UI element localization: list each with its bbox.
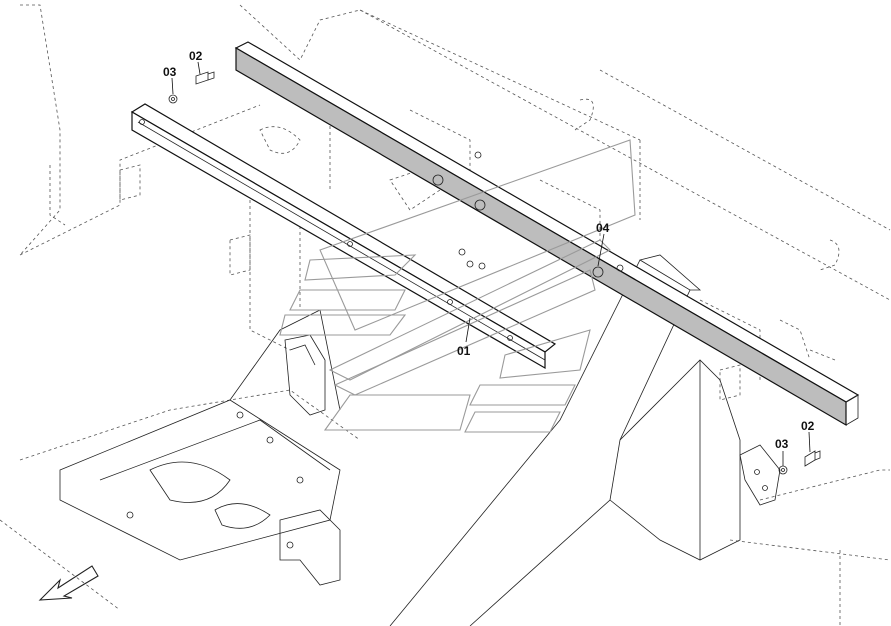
left-bracket — [284, 334, 326, 416]
middle-fasteners — [458, 151, 624, 272]
callout-part-03-top: 03 — [163, 65, 177, 79]
front-direction-arrow-icon — [38, 565, 99, 601]
floor-plate — [59, 309, 341, 586]
background-frame-outline — [0, 4, 891, 626]
hardware-top-left — [168, 71, 215, 104]
callout-part-03-right: 03 — [775, 437, 789, 451]
beam-part-04 — [234, 41, 860, 427]
callout-leaders — [171, 61, 811, 466]
callout-part-02-right: 02 — [801, 419, 815, 433]
callout-part-04: 04 — [596, 221, 610, 235]
callout-part-01: 01 — [457, 344, 471, 358]
hardware-right — [739, 444, 821, 506]
brand-watermark-icon — [279, 139, 636, 433]
main-column — [389, 254, 741, 626]
callout-part-02-top: 02 — [189, 49, 203, 63]
beam-part-01 — [130, 103, 557, 370]
